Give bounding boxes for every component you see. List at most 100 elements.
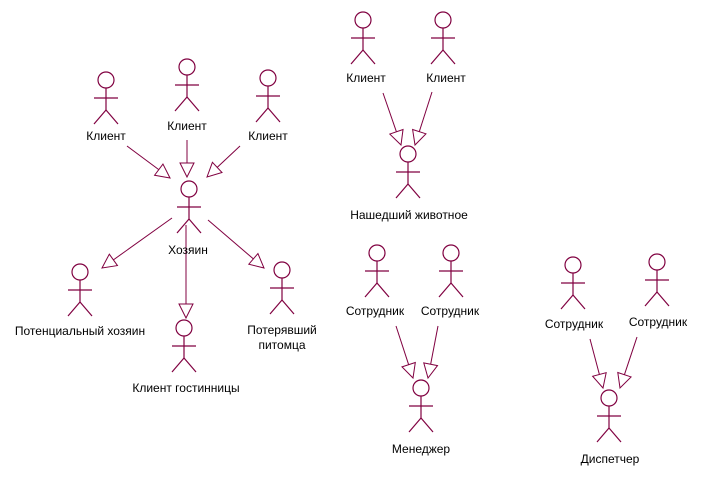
actor-head-icon xyxy=(97,71,115,89)
actor-hotel-client[interactable]: Клиент гостинницы xyxy=(132,319,240,395)
edge-line xyxy=(623,336,638,375)
actor-right-leg xyxy=(656,291,670,307)
generalization-arrow xyxy=(178,225,194,320)
hollow-arrowhead xyxy=(179,162,195,179)
actor-manager[interactable]: Менеджер xyxy=(392,379,451,456)
actor-head-icon xyxy=(564,256,582,274)
hollow-arrowhead xyxy=(617,371,632,390)
actor-right-leg xyxy=(186,96,200,112)
actor-head-icon xyxy=(648,253,666,271)
actor-left-leg xyxy=(408,417,422,433)
hollow-arrowhead xyxy=(206,161,223,178)
actor-label: Клиент xyxy=(248,129,288,143)
actor-head-icon xyxy=(180,180,198,198)
actor-right-leg xyxy=(442,49,456,65)
actor-label-line: Клиент xyxy=(167,119,207,133)
actor-head-icon xyxy=(368,244,386,262)
actor-label-line: Клиент xyxy=(426,71,466,85)
actor-left-leg xyxy=(596,427,610,443)
actor-right-leg xyxy=(188,218,202,234)
generalization-arrow xyxy=(382,92,404,147)
actor-right-leg xyxy=(407,183,421,199)
actor-head-icon xyxy=(273,261,291,279)
actor-label-line: Потерявший xyxy=(247,323,317,337)
edge-line xyxy=(382,92,397,132)
edge-line xyxy=(395,325,410,365)
actor-label: Клиент xyxy=(167,119,207,133)
actor-a2[interactable]: Клиент xyxy=(167,58,207,133)
actor-left-leg xyxy=(364,282,378,298)
hollow-arrowhead xyxy=(423,362,439,380)
actor-label-line: Сотрудник xyxy=(421,304,480,318)
actor-b1[interactable]: Клиент xyxy=(346,11,386,85)
actor-head-icon xyxy=(600,389,618,407)
generalization-arrow xyxy=(207,219,265,269)
hollow-arrowhead xyxy=(101,253,119,269)
actor-right-leg xyxy=(362,49,376,65)
actor-head-icon xyxy=(442,244,460,262)
actor-head-icon xyxy=(178,58,196,76)
hollow-arrowhead xyxy=(247,252,265,269)
generalization-arrow xyxy=(589,338,607,390)
edge-line xyxy=(430,325,439,365)
actor-left-leg xyxy=(255,107,269,123)
generalization-arrow xyxy=(395,325,416,380)
actor-head-icon xyxy=(434,11,452,29)
actor-label: Сотрудник xyxy=(421,304,480,318)
actor-label: Клиент гостинницы xyxy=(132,381,239,395)
hollow-arrowhead xyxy=(388,128,404,147)
generalization-arrow xyxy=(617,336,638,390)
actor-c2[interactable]: Сотрудник xyxy=(421,244,480,318)
actor-left-leg xyxy=(93,109,107,125)
actor-right-leg xyxy=(183,357,197,373)
hollow-arrowhead xyxy=(411,128,427,147)
actor-right-leg xyxy=(450,282,464,298)
actor-head-icon xyxy=(259,69,277,87)
actor-label: Сотрудник xyxy=(629,315,688,329)
actor-label: Потенциальный хозяин xyxy=(15,324,145,338)
actor-a3[interactable]: Клиент xyxy=(248,69,288,143)
actor-left-leg xyxy=(174,96,188,112)
actor-label: Клиент xyxy=(426,71,466,85)
actor-label-line: Нашедший животное xyxy=(350,208,468,222)
actor-d1[interactable]: Сотрудник xyxy=(545,256,604,331)
actor-label: Клиент xyxy=(346,71,386,85)
actor-label-line: Сотрудник xyxy=(545,317,604,331)
actor-label: Нашедший животное xyxy=(350,208,468,222)
generalization-arrow xyxy=(206,145,241,178)
actor-potential-owner[interactable]: Потенциальный хозяин xyxy=(15,263,145,338)
actor-a1[interactable]: Клиент xyxy=(86,71,126,143)
actor-left-leg xyxy=(171,357,185,373)
actor-head-icon xyxy=(71,263,89,281)
actor-left-leg xyxy=(269,299,283,315)
actor-dispatcher[interactable]: Диспетчер xyxy=(581,389,640,466)
generalization-arrow xyxy=(179,140,195,179)
actor-right-leg xyxy=(608,427,622,443)
actor-label-line: Клиент xyxy=(248,129,288,143)
generalization-arrow xyxy=(423,325,439,380)
actor-label-line: Клиент xyxy=(86,129,126,143)
generalization-arrow xyxy=(101,217,173,269)
edge-line xyxy=(207,219,254,260)
actor-b2[interactable]: Клиент xyxy=(426,11,466,85)
hollow-arrowhead xyxy=(591,371,607,390)
generalization-edges xyxy=(101,91,638,390)
actor-head-icon xyxy=(399,145,417,163)
actor-d2[interactable]: Сотрудник xyxy=(629,253,688,329)
actor-label: Менеджер xyxy=(392,442,451,456)
actor-label: Хозяин xyxy=(168,243,208,257)
actor-right-leg xyxy=(79,301,93,317)
actor-owner[interactable]: Хозяин xyxy=(168,180,208,257)
hollow-arrowhead xyxy=(401,361,416,380)
generalization-arrow xyxy=(126,145,171,179)
actor-head-icon xyxy=(175,319,193,337)
actor-right-leg xyxy=(105,109,119,125)
actor-finder[interactable]: Нашедший животное xyxy=(350,145,468,222)
actor-label: Сотрудник xyxy=(346,304,405,318)
actor-c1[interactable]: Сотрудник xyxy=(346,244,405,318)
actor-label-line: питомца xyxy=(258,338,305,352)
